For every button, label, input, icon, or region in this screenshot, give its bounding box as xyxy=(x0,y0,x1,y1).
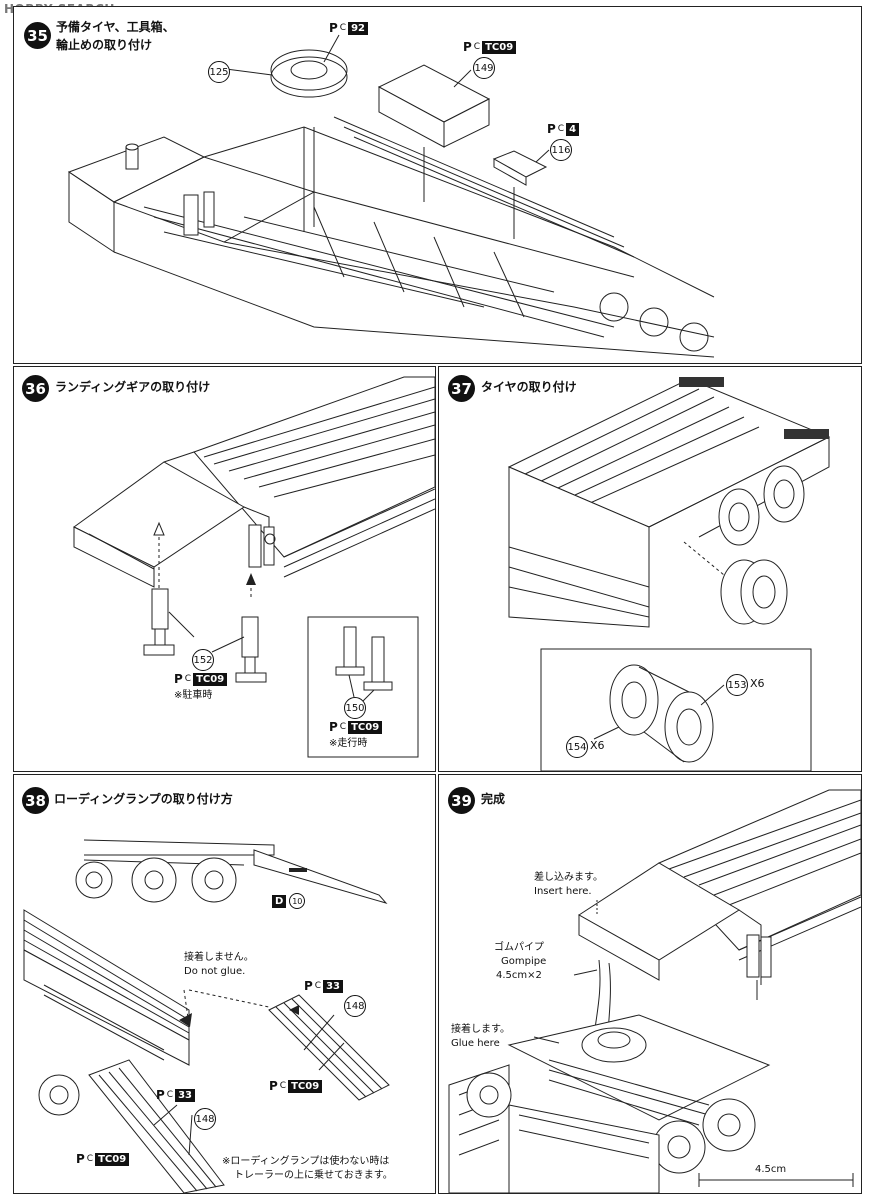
step-39-panel: 39 完成 差し込みます。 Insert here. ゴムパイプ Gompipe… xyxy=(438,774,862,1194)
step-38-title: ローディングランプの取り付け方 xyxy=(54,792,233,806)
pc-tag: 33 xyxy=(323,979,344,993)
part-116: 116 xyxy=(550,139,572,161)
step-37-title: タイヤの取り付け xyxy=(481,380,577,394)
step-39-drawing xyxy=(448,789,861,1193)
pc-tag: TC09 xyxy=(482,40,517,54)
ramp-note-line1: ※ローディングランプは使わない時は xyxy=(222,1156,390,1167)
note-parked: ※駐車時 xyxy=(174,690,213,701)
d-part-10: 10 xyxy=(289,893,306,909)
part-150: 150 xyxy=(344,697,366,719)
gompipe-jp: ゴムパイプ xyxy=(494,942,544,953)
part-154-quantity: X6 xyxy=(590,739,605,752)
step-39-number: 39 xyxy=(448,787,475,814)
glue-here-jp: 接着します。 xyxy=(451,1024,510,1035)
part-148-a: 148 xyxy=(344,995,366,1017)
step-36-title: ランディングギアの取り付け xyxy=(55,380,211,394)
glue-here-en: Glue here xyxy=(451,1038,500,1049)
insert-here-en: Insert here. xyxy=(534,886,592,897)
note-running: ※走行時 xyxy=(329,738,368,749)
scale-bar-label: 4.5cm xyxy=(755,1164,787,1175)
insert-here-jp: 差し込みます。 xyxy=(534,872,603,883)
part-153-quantity: X6 xyxy=(750,677,765,690)
ramp-note-line2: トレーラーの上に乗せておきます。 xyxy=(234,1170,393,1181)
part-153: 153 xyxy=(726,674,748,696)
step-37-panel: 37 タイヤの取り付け 153 X6 154 X6 xyxy=(438,366,862,772)
d-part-label: D 10 xyxy=(272,893,306,909)
step-35-title-line2: 輪止めの取り付け xyxy=(56,38,153,52)
no-glue-en: Do not glue. xyxy=(184,966,246,977)
part-148-b: 148 xyxy=(194,1108,216,1130)
step-38-panel: 38 ローディングランプの取り付け方 D 10 接着しません。 Do not g… xyxy=(13,774,436,1194)
step-35-number: 35 xyxy=(24,22,51,49)
pc-tag: TC09 xyxy=(193,672,228,686)
gompipe-size: 4.5cm×2 xyxy=(496,970,542,981)
part-149: 149 xyxy=(473,57,495,79)
pc-tag: TC09 xyxy=(288,1079,323,1093)
d-runner-tag: D xyxy=(272,894,287,908)
no-glue-jp: 接着しません。 xyxy=(184,952,254,963)
step-38-number: 38 xyxy=(22,787,49,814)
step-35-drawing xyxy=(67,34,715,358)
step-36-drawing xyxy=(73,376,435,758)
pc-tag: 4 xyxy=(566,122,580,136)
pc-tag: TC09 xyxy=(95,1152,130,1166)
step-37-drawing xyxy=(507,377,831,771)
part-125: 125 xyxy=(208,61,230,83)
pc-tag: 33 xyxy=(175,1088,196,1102)
step-38-drawing xyxy=(23,839,390,1193)
gompipe-en: Gompipe xyxy=(501,956,547,967)
part-152: 152 xyxy=(192,649,214,671)
pc-tag: TC09 xyxy=(348,720,383,734)
part-154: 154 xyxy=(566,736,588,758)
pc-tag: 92 xyxy=(348,21,369,35)
step-35-title-line1: 予備タイヤ、工具箱、 xyxy=(56,20,175,34)
step-36-number: 36 xyxy=(22,375,49,402)
step-37-number: 37 xyxy=(448,375,475,402)
step-39-title: 完成 xyxy=(481,792,506,806)
